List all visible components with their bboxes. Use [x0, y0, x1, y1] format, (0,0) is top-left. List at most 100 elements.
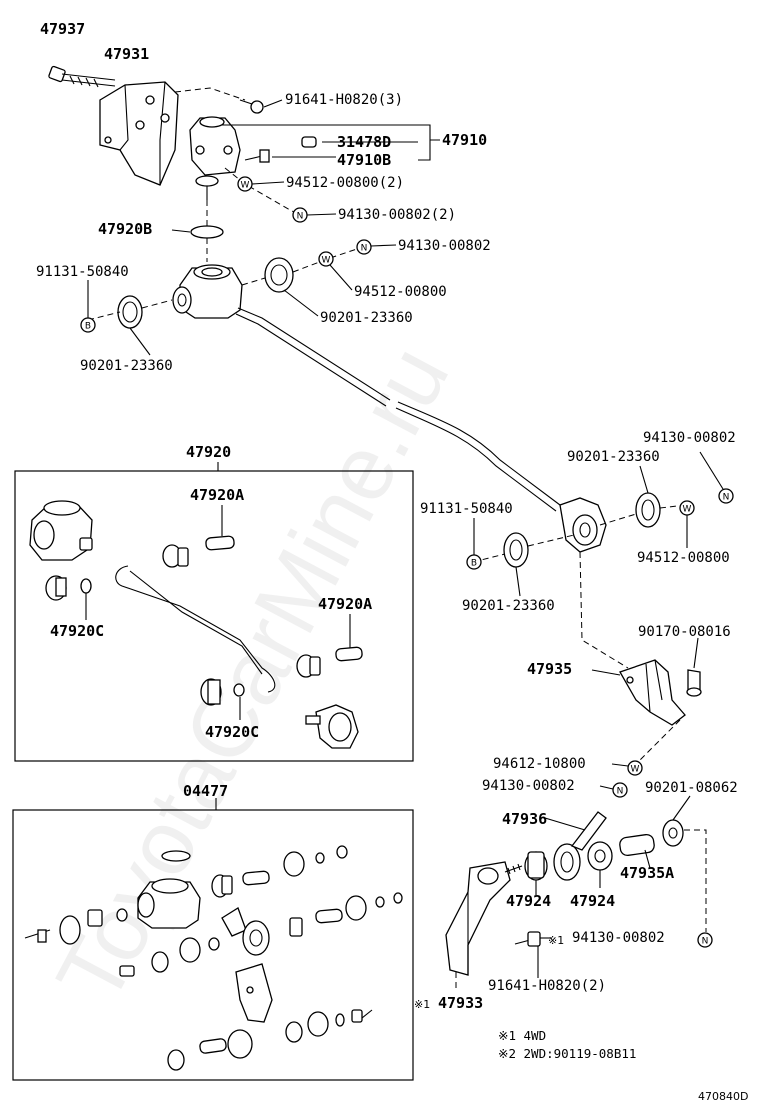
label-94130-00802-a: 94130-00802 [398, 238, 491, 254]
svg-text:N: N [297, 212, 304, 222]
label-90201-08062: 90201-08062 [645, 780, 738, 796]
label-47920b: 47920B [98, 220, 152, 238]
leader-47935a-chain [684, 829, 707, 932]
leader-94130-c [599, 785, 614, 790]
box2-parts-drawing [24, 845, 403, 1071]
label-90201-23360-b: 90201-23360 [320, 310, 413, 326]
leader-90170 [693, 637, 699, 669]
label-91131-50840-a: 91131-50840 [36, 264, 129, 280]
washer-marker-1: W [237, 176, 253, 192]
label-47935a: 47935A [620, 864, 674, 882]
svg-text:W: W [322, 256, 331, 266]
bracket-47931-drawing [99, 81, 179, 186]
kit-47920-frame [14, 470, 414, 762]
leader-47935a [644, 849, 651, 869]
label-47937: 47937 [40, 20, 85, 38]
bracket-47933-drawing [445, 861, 511, 976]
label-47920: 47920 [186, 443, 231, 461]
box1-parts-drawing [29, 500, 363, 749]
label-31478d: 31478D [337, 133, 391, 151]
label-47924-2: 47924 [570, 892, 615, 910]
leader-94512-a [329, 264, 353, 291]
ref-mark-1: ※1 [548, 934, 564, 947]
pin-90170-drawing [686, 669, 702, 697]
leader-94130-2 [306, 213, 337, 216]
label-94130-00802-c: 94130-00802 [482, 778, 575, 794]
label-47933: 47933 [438, 994, 483, 1012]
leader-47935-down [639, 719, 681, 761]
label-94130-00802-2: 94130-00802(2) [338, 207, 456, 223]
label-94512-00800-a: 94512-00800 [354, 284, 447, 300]
label-47935: 47935 [527, 660, 572, 678]
svg-text:N: N [702, 937, 709, 947]
svg-text:B: B [471, 559, 477, 569]
oring-47920b-drawing [190, 225, 224, 239]
bushing-47924-left-drawing [524, 851, 548, 881]
svg-text:N: N [723, 493, 730, 503]
leader-94612 [611, 763, 629, 767]
kit-04477-frame [12, 809, 414, 1081]
label-94130-00802-d: 94130-00802 [572, 930, 665, 946]
bolt-91641-2-drawing [514, 931, 541, 947]
leader-94130-b [699, 451, 724, 490]
bolt-marker-1: B [80, 317, 96, 333]
label-90201-23360-d: 90201-23360 [567, 449, 660, 465]
link-47936-drawing [553, 811, 607, 881]
leader-middle-chain [87, 247, 361, 321]
svg-text:W: W [683, 505, 692, 515]
washer-marker-3: W [679, 500, 695, 516]
gasket-right-2-drawing [635, 492, 661, 528]
leader-right-chain [472, 504, 687, 563]
svg-text:N: N [617, 787, 624, 797]
banjo-right-drawing [559, 497, 607, 553]
leader-47920b [171, 229, 191, 233]
svg-text:N: N [361, 244, 368, 254]
leader-94130-a [370, 244, 397, 247]
figure-code: 470840D [698, 1090, 748, 1103]
gasket-right-3-drawing [503, 532, 529, 568]
gasket-left-drawing [117, 295, 143, 329]
label-47924-1: 47924 [506, 892, 551, 910]
label-90201-23360-a: 90201-23360 [80, 358, 173, 374]
cylinder-body-drawing [172, 264, 243, 319]
label-94612-10800: 94612-10800 [493, 756, 586, 772]
label-91641-h0820-2: 91641-H0820(2) [488, 978, 606, 994]
bolt-lower-drawing [504, 863, 523, 875]
label-91641-h0820-3: 91641-H0820(3) [285, 92, 403, 108]
label-91131-50840-b: 91131-50840 [420, 501, 513, 517]
leader-90201-c [515, 566, 521, 597]
label-47920a-1: 47920A [190, 486, 244, 504]
svg-text:B: B [85, 322, 91, 332]
bolt-91641-3-drawing [239, 99, 264, 114]
leader-90201-d [639, 465, 649, 494]
label-94512-00800-2: 94512-00800(2) [286, 175, 404, 191]
leader-47935 [591, 669, 621, 676]
label-47910: 47910 [442, 131, 487, 149]
label-94512-00800-b: 94512-00800 [637, 550, 730, 566]
bolt-47937-drawing [48, 65, 116, 88]
nut-marker-3: N [718, 488, 734, 504]
washer-90201-08062-drawing [662, 819, 684, 847]
valve-47910-drawing [189, 116, 241, 200]
label-47920c-2: 47920C [205, 723, 259, 741]
note-2wd: ※2 2WD:90119-08B11 [498, 1046, 636, 1061]
pipe-upper [237, 307, 391, 401]
leader-90201-b [283, 289, 319, 317]
nut-marker-5: N [697, 932, 713, 948]
svg-text:W: W [241, 181, 250, 191]
bolt-marker-2: B [466, 554, 482, 570]
pipe-lower-2 [395, 407, 557, 512]
washer-marker-4: W [627, 760, 643, 776]
bushing-47924-right-drawing [587, 841, 613, 871]
label-94130-00802-b: 94130-00802 [643, 430, 736, 446]
leader-47936 [544, 817, 586, 831]
washer-marker-2: W [318, 251, 334, 267]
pipe-lower [397, 401, 561, 506]
label-90201-23360-c: 90201-23360 [462, 598, 555, 614]
leader-90201-a [129, 327, 151, 356]
label-04477: 04477 [183, 782, 228, 800]
sleeve-47935a-drawing [619, 833, 655, 857]
pipe-upper-2 [235, 313, 387, 407]
gasket-right-drawing [264, 257, 294, 293]
